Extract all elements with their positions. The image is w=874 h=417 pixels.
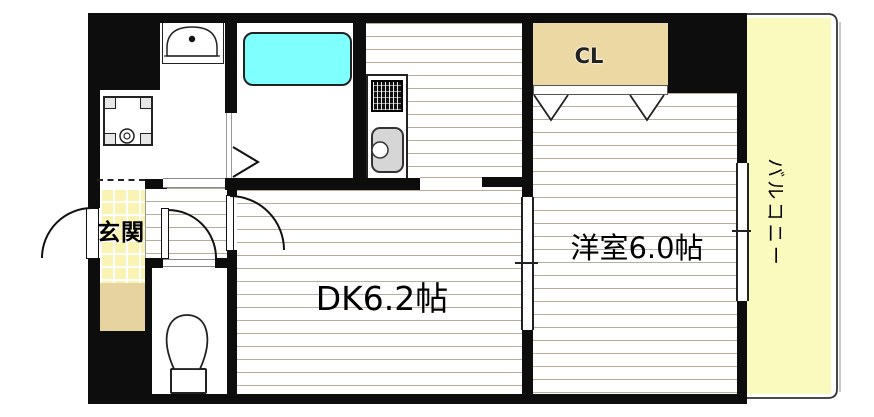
pillar-top-right bbox=[668, 13, 747, 93]
room-door-leaf bbox=[226, 195, 234, 251]
toilet-tank bbox=[170, 368, 207, 394]
closet-door-track bbox=[533, 85, 668, 95]
western-room-floor bbox=[533, 93, 737, 394]
wall-toilet-top-left bbox=[145, 258, 163, 268]
genkan-tile-floor bbox=[100, 188, 145, 283]
balcony-window bbox=[736, 163, 749, 301]
toilet-door-threshold bbox=[163, 259, 215, 267]
toilet-door-leaf bbox=[161, 208, 169, 259]
shaft-bottom-left bbox=[100, 331, 152, 394]
pan-corner bbox=[140, 97, 152, 109]
dk-label: DK6.2帖 bbox=[315, 279, 449, 318]
wall-hall-dk-lower bbox=[227, 250, 237, 394]
wall-bathroom-kitchen bbox=[353, 13, 366, 190]
hallway-floor bbox=[145, 188, 228, 258]
wall-dk-west-upper bbox=[522, 13, 533, 197]
sliding-door-tick bbox=[515, 262, 538, 264]
wall-bottom bbox=[88, 394, 747, 404]
entrance-door-arc bbox=[41, 207, 93, 259]
wall-left-lower bbox=[88, 258, 100, 404]
wall-washroom-bathroom bbox=[225, 23, 237, 113]
wall-right-lower bbox=[737, 301, 747, 404]
balcony-window-tick bbox=[732, 230, 751, 232]
wall-hall-dk-upper bbox=[227, 190, 237, 197]
wall-hall-segment bbox=[145, 179, 167, 189]
genkan-step-line bbox=[97, 179, 145, 181]
balcony-label: バルコニー bbox=[764, 158, 786, 268]
kitchen-sink-icon bbox=[371, 127, 404, 173]
dk-floor-patch bbox=[420, 177, 482, 190]
genkan-label: 玄関 bbox=[97, 220, 145, 246]
wall-left-upper bbox=[88, 13, 100, 208]
bathroom-door-frame bbox=[226, 113, 232, 178]
washroom-entry-opening bbox=[163, 178, 225, 188]
wall-below-bathroom bbox=[225, 178, 420, 190]
shoe-cabinet bbox=[100, 283, 145, 331]
shaft-top-left bbox=[100, 23, 160, 90]
bathtub bbox=[243, 32, 352, 86]
dk-floor bbox=[237, 190, 522, 394]
washbasin-unit bbox=[162, 20, 224, 64]
washing-machine-pan-icon bbox=[103, 96, 153, 146]
pan-corner bbox=[104, 133, 116, 145]
wall-top bbox=[88, 13, 747, 23]
closet-area bbox=[533, 23, 668, 85]
wall-toilet-left bbox=[145, 258, 152, 394]
wall-dk-stub bbox=[482, 177, 522, 187]
wall-right-upper bbox=[737, 93, 747, 163]
gas-stove-icon bbox=[371, 80, 403, 112]
pan-corner bbox=[104, 97, 116, 109]
closet-label: CL bbox=[574, 44, 604, 68]
wall-toilet-top-right bbox=[215, 258, 227, 268]
pan-corner bbox=[140, 133, 152, 145]
western-room-label: 洋室6.0帖 bbox=[570, 231, 704, 265]
wall-dk-west-lower bbox=[522, 330, 533, 394]
